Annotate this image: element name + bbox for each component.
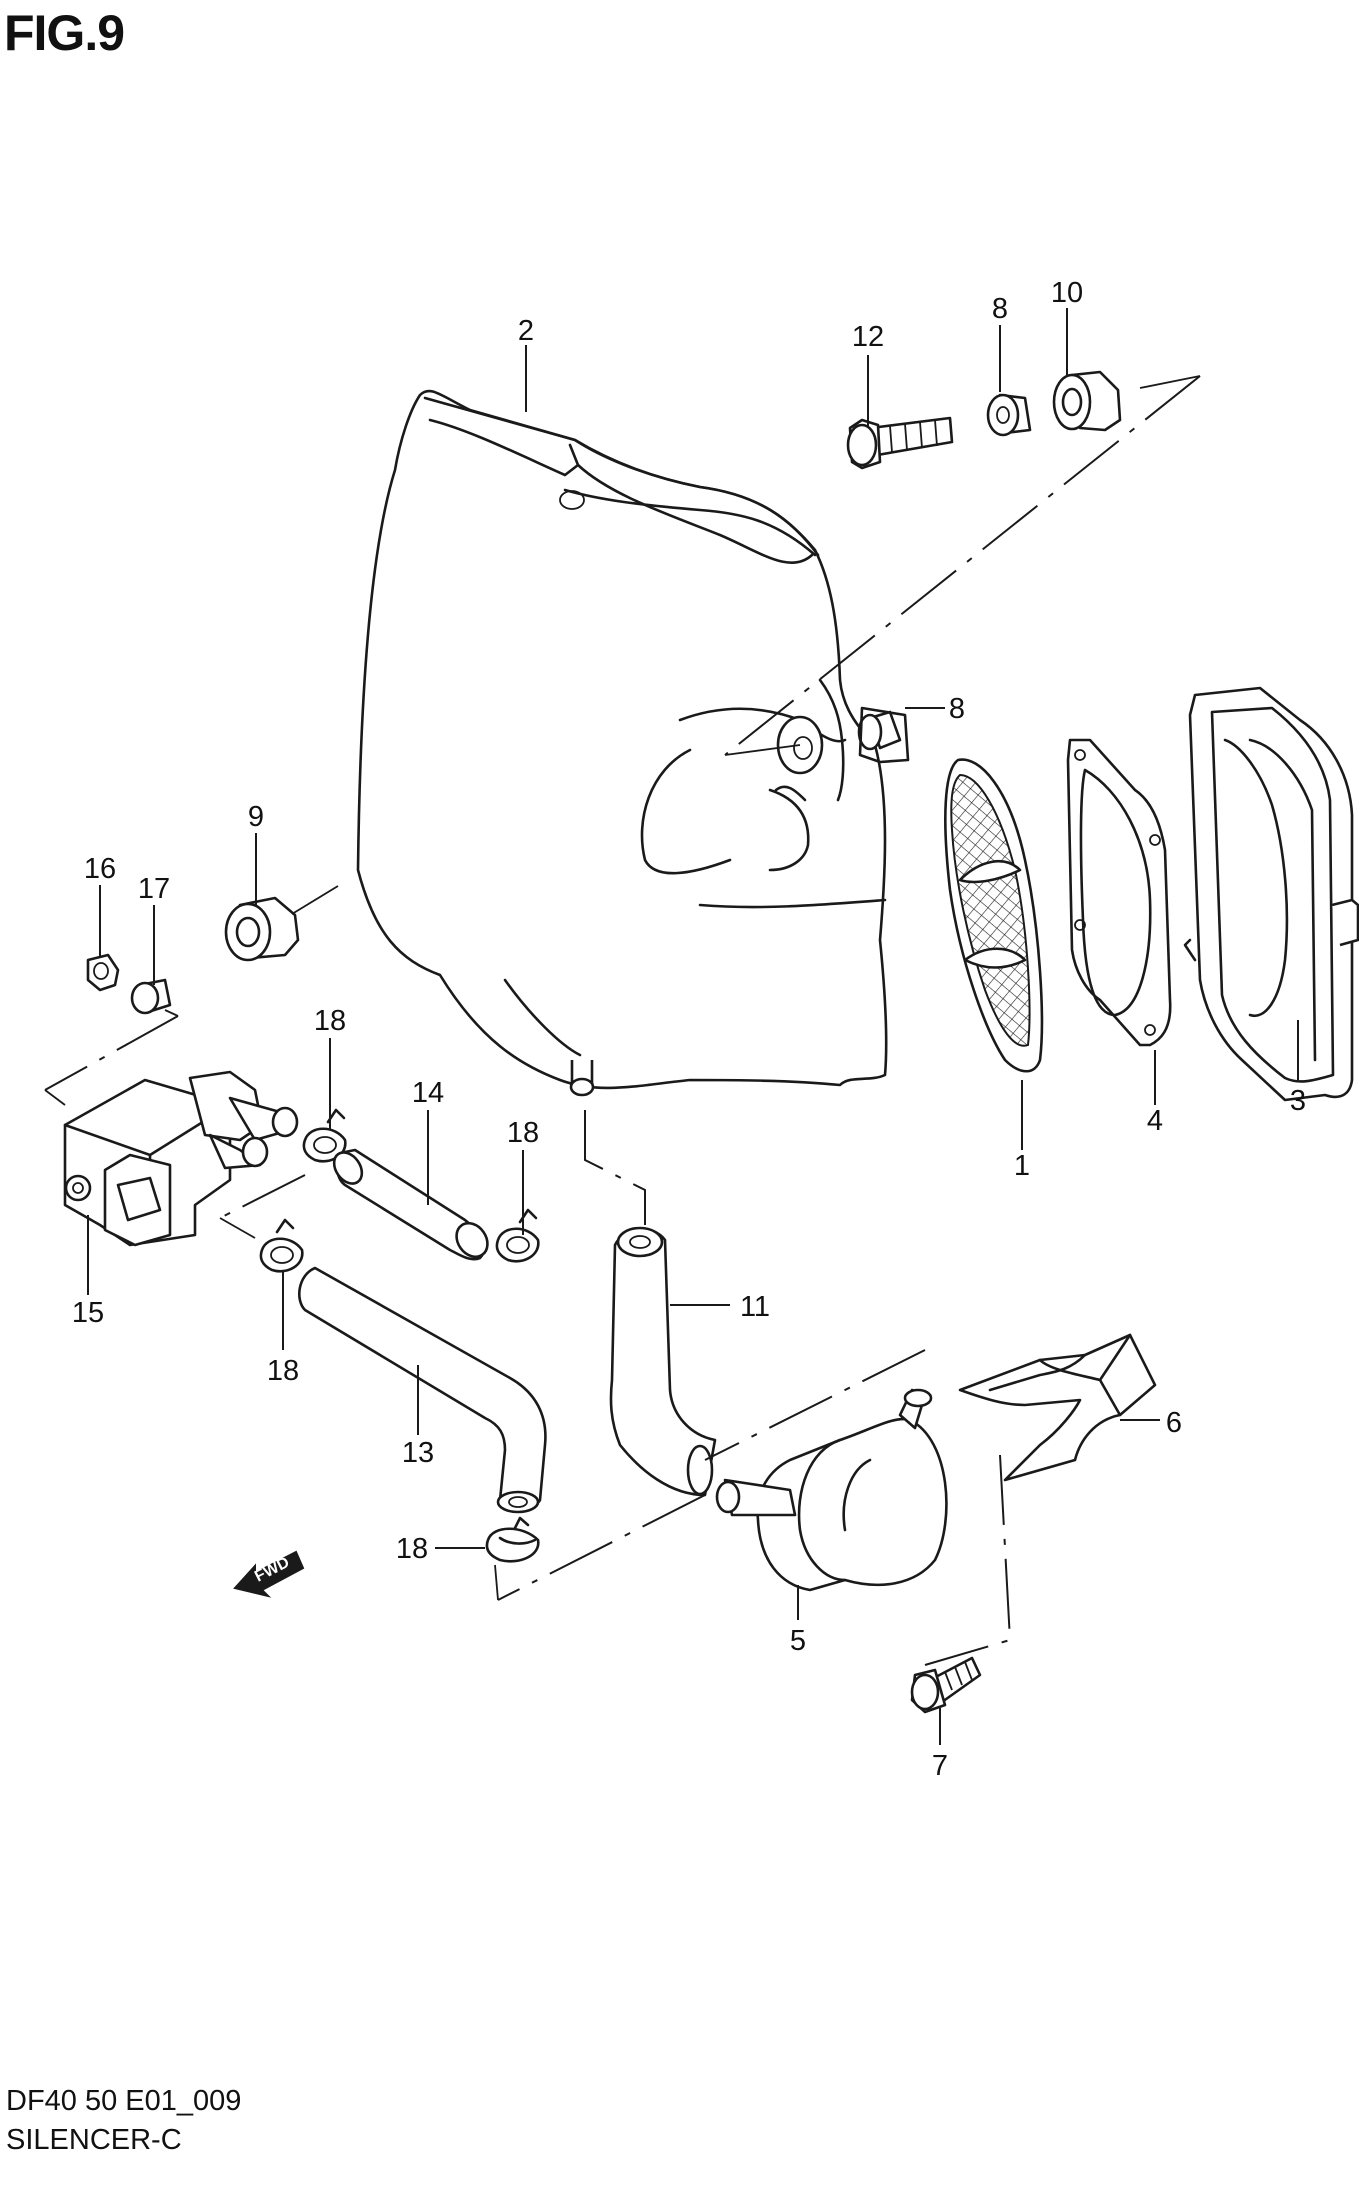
callout-10: 10 [1051, 277, 1083, 309]
fuel-filter [715, 1388, 948, 1592]
hose-clamp-4 [485, 1516, 540, 1563]
callout-7: 7 [932, 1750, 948, 1782]
grommet-9 [224, 896, 300, 962]
callout-18-upper: 18 [314, 1005, 346, 1037]
callout-18-left: 18 [267, 1355, 299, 1387]
mesh-screen [944, 758, 1044, 1073]
hose-clamp-3 [259, 1218, 304, 1273]
hose-11 [609, 1226, 717, 1497]
callout-2: 2 [518, 315, 534, 347]
callout-5: 5 [790, 1625, 806, 1657]
solenoid-valve [63, 1070, 299, 1247]
callout-9: 9 [248, 801, 264, 833]
callout-16: 16 [84, 853, 116, 885]
figure-title: FIG.9 [4, 5, 125, 61]
bolt-12 [846, 416, 954, 470]
callout-13: 13 [402, 1437, 434, 1469]
callout-labels: 1 2 3 4 5 6 7 8 8 9 10 11 12 13 14 15 16… [72, 277, 1306, 1782]
assembly-lines [44, 375, 1201, 1666]
washer-8-mid [857, 706, 910, 764]
collar-17 [130, 978, 172, 1015]
callout-17: 17 [138, 873, 170, 905]
hose-13 [297, 1266, 547, 1514]
grommet-10 [1052, 370, 1122, 432]
callout-3: 3 [1290, 1085, 1306, 1117]
leader-lines [87, 308, 1299, 1745]
silencer-frame [1183, 686, 1359, 1102]
filter-bracket [958, 1333, 1157, 1482]
model-code: DF40 50 E01_009 [6, 2085, 242, 2117]
hose-clamp-2 [495, 1208, 540, 1263]
hose-14 [332, 1148, 489, 1261]
callout-8-top: 8 [992, 293, 1008, 325]
callout-15: 15 [72, 1297, 104, 1329]
bolt-7 [910, 1656, 982, 1714]
callout-6: 6 [1166, 1407, 1182, 1439]
silencer-case [356, 389, 888, 1097]
callout-1: 1 [1014, 1150, 1030, 1182]
section-name: SILENCER-C [6, 2124, 182, 2156]
callout-12: 12 [852, 321, 884, 353]
forward-direction-arrow: FWD [233, 1550, 305, 1598]
washer-8-top [986, 393, 1032, 437]
callout-4: 4 [1147, 1105, 1163, 1137]
callout-18-lower: 18 [396, 1533, 428, 1565]
nut-16 [86, 953, 120, 992]
callout-14: 14 [412, 1077, 444, 1109]
callout-18-right: 18 [507, 1117, 539, 1149]
callout-11: 11 [740, 1291, 770, 1323]
callout-8-mid: 8 [949, 693, 965, 725]
gasket [1066, 738, 1172, 1047]
